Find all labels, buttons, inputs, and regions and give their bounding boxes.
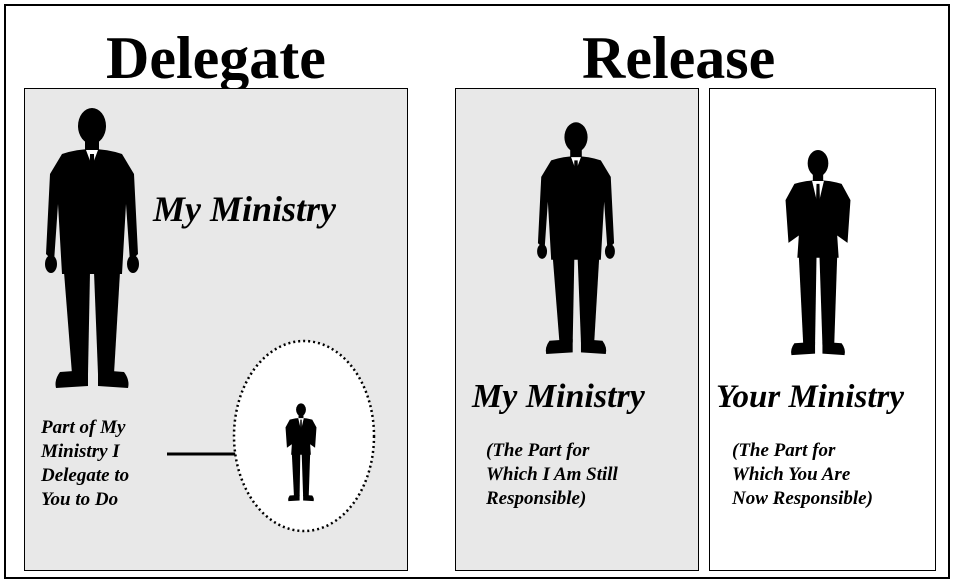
man-silhouette-icon xyxy=(45,108,139,388)
your-ministry-title: Your Ministry xyxy=(716,379,904,415)
small-man-silhouette-icon xyxy=(285,403,317,502)
my-ministry-title: My Ministry xyxy=(472,378,645,415)
delegate-heading: Delegate xyxy=(106,25,326,91)
delegate-panel: My Ministry Part of My Ministry I Delega… xyxy=(24,88,408,571)
your-ministry-caption: (The Part for Which You Are Now Responsi… xyxy=(732,440,873,509)
release-heading: Release xyxy=(582,25,776,91)
release-my-ministry-panel: My Ministry (The Part for Which I Am Sti… xyxy=(455,88,699,571)
delegate-panel-title: My Ministry xyxy=(153,189,337,229)
man-silhouette-icon xyxy=(785,149,851,356)
man-silhouette-icon xyxy=(537,122,615,355)
delegate-caption: Part of My Ministry I Delegate to You to… xyxy=(41,417,130,510)
release-your-ministry-panel: Your Ministry (The Part for Which You Ar… xyxy=(709,88,936,571)
my-ministry-caption: (The Part for Which I Am Still Responsib… xyxy=(486,440,618,509)
